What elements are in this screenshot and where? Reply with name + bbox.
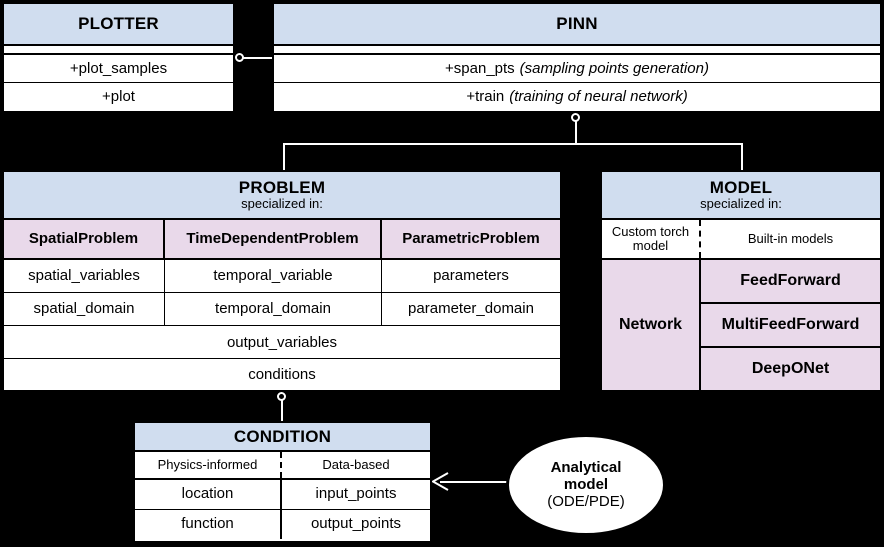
problem-attribute-row: spatial_variables temporal_variable para… bbox=[4, 260, 560, 293]
connector-circle-condition bbox=[277, 392, 286, 401]
pinn-class-box[interactable]: PINN +span_pts (sampling points generati… bbox=[272, 2, 882, 113]
problem-column-header[interactable]: ParametricProblem bbox=[382, 220, 560, 258]
connector-problem-condition bbox=[281, 398, 283, 422]
model-builtin-item[interactable]: DeepONet bbox=[701, 348, 880, 390]
connector-circle-pinn bbox=[571, 113, 580, 122]
problem-column-header[interactable]: SpatialProblem bbox=[4, 220, 165, 258]
problem-specialization-row: SpatialProblem TimeDependentProblem Para… bbox=[4, 220, 560, 260]
problem-attribute-cell: spatial_domain bbox=[4, 293, 165, 325]
problem-attribute-label: spatial_domain bbox=[33, 299, 135, 317]
pinn-method-label: +train bbox=[466, 88, 505, 105]
plotter-class-box[interactable]: PLOTTER +plot_samples +plot bbox=[2, 2, 235, 113]
condition-attribute-label: function bbox=[181, 515, 234, 533]
condition-title: CONDITION bbox=[233, 426, 332, 446]
connector-pinn-down bbox=[575, 119, 577, 145]
condition-header: CONDITION bbox=[135, 423, 430, 452]
connector-analytical-condition bbox=[440, 481, 512, 483]
analytical-line-1: Analytical bbox=[550, 458, 622, 476]
model-right-header[interactable]: Built-in models bbox=[701, 220, 880, 258]
problem-shared-row: conditions bbox=[4, 359, 560, 390]
model-builtin-list: FeedForward MultiFeedForward DeepONet bbox=[701, 260, 880, 390]
problem-class-box[interactable]: PROBLEM specialized in: SpatialProblem T… bbox=[2, 170, 562, 392]
model-network-cell[interactable]: Network bbox=[602, 260, 701, 390]
model-builtin-item[interactable]: FeedForward bbox=[701, 260, 880, 304]
condition-attribute-cell: output_points bbox=[282, 510, 430, 539]
problem-shared-row: output_variables bbox=[4, 326, 560, 359]
problem-header: PROBLEM specialized in: bbox=[4, 172, 560, 220]
problem-attribute-label: parameter_domain bbox=[408, 299, 534, 317]
model-body: Network FeedForward MultiFeedForward Dee… bbox=[602, 260, 880, 390]
model-class-box[interactable]: MODEL specialized in: Custom torch model… bbox=[600, 170, 882, 392]
problem-attribute-cell: parameter_domain bbox=[382, 293, 560, 325]
condition-left-header[interactable]: Physics-informed bbox=[135, 452, 282, 478]
model-title: MODEL bbox=[709, 178, 773, 198]
pinn-header: PINN bbox=[274, 4, 880, 46]
connector-bus bbox=[283, 143, 743, 145]
condition-attribute-label: output_points bbox=[310, 515, 402, 533]
problem-column-header[interactable]: TimeDependentProblem bbox=[165, 220, 382, 258]
problem-subtitle: specialized in: bbox=[241, 196, 323, 212]
model-builtin-label: MultiFeedForward bbox=[721, 316, 860, 334]
condition-attribute-label: location bbox=[181, 485, 234, 503]
model-left-header[interactable]: Custom torch model bbox=[602, 220, 701, 258]
condition-attribute-cell: input_points bbox=[282, 480, 430, 509]
pinn-method-note: (training of neural network) bbox=[509, 88, 688, 105]
condition-attribute-row: function output_points bbox=[135, 510, 430, 539]
plotter-spacer bbox=[4, 46, 233, 55]
pinn-method-row[interactable]: +span_pts (sampling points generation) bbox=[274, 55, 880, 83]
connector-bus-to-problem bbox=[283, 143, 285, 171]
model-right-header-label: Built-in models bbox=[747, 230, 834, 246]
pinn-method-row[interactable]: +train (training of neural network) bbox=[274, 83, 880, 110]
model-builtin-item[interactable]: MultiFeedForward bbox=[701, 304, 880, 348]
model-header: MODEL specialized in: bbox=[602, 172, 880, 220]
model-builtin-label: FeedForward bbox=[740, 272, 841, 290]
analytical-line-2: model bbox=[563, 476, 609, 493]
plotter-method-label: +plot_samples bbox=[69, 60, 168, 77]
problem-title: PROBLEM bbox=[238, 178, 326, 198]
connector-plotter-pinn bbox=[236, 57, 273, 59]
condition-class-box[interactable]: CONDITION Physics-informed Data-based lo… bbox=[133, 421, 432, 543]
pinn-title: PINN bbox=[556, 14, 598, 34]
model-subheader-row: Custom torch model Built-in models bbox=[602, 220, 880, 260]
pinn-spacer bbox=[274, 46, 880, 55]
condition-attribute-label: input_points bbox=[315, 485, 397, 503]
plotter-header: PLOTTER bbox=[4, 4, 233, 46]
condition-attribute-row: location input_points bbox=[135, 480, 430, 510]
condition-right-header[interactable]: Data-based bbox=[282, 452, 430, 478]
connector-bus-to-model bbox=[741, 143, 743, 171]
problem-attribute-label: parameters bbox=[433, 266, 509, 284]
model-builtin-label: DeepONet bbox=[751, 360, 830, 378]
model-subtitle: specialized in: bbox=[700, 196, 782, 212]
problem-attribute-label: spatial_variables bbox=[28, 266, 140, 284]
problem-attribute-label: temporal_domain bbox=[215, 299, 331, 317]
arrowhead-icon bbox=[430, 472, 449, 491]
problem-shared-label: conditions bbox=[248, 366, 316, 383]
problem-column-label: TimeDependentProblem bbox=[186, 229, 359, 247]
connector-circle-plotter bbox=[235, 53, 244, 62]
problem-attribute-cell: spatial_variables bbox=[4, 260, 165, 292]
condition-right-header-label: Data-based bbox=[322, 456, 390, 472]
plotter-title: PLOTTER bbox=[78, 14, 159, 34]
problem-attribute-cell: parameters bbox=[382, 260, 560, 292]
plotter-method-row[interactable]: +plot_samples bbox=[4, 55, 233, 83]
problem-attribute-row: spatial_domain temporal_domain parameter… bbox=[4, 293, 560, 326]
pinn-method-note: (sampling points generation) bbox=[519, 60, 709, 77]
condition-attribute-cell: location bbox=[135, 480, 282, 509]
problem-shared-label: output_variables bbox=[226, 333, 338, 351]
analytical-line-3: (ODE/PDE) bbox=[547, 493, 625, 511]
problem-attribute-label: temporal_variable bbox=[213, 266, 333, 284]
problem-column-label: SpatialProblem bbox=[28, 229, 139, 247]
condition-subheader-row: Physics-informed Data-based bbox=[135, 452, 430, 480]
problem-attribute-cell: temporal_variable bbox=[165, 260, 382, 292]
problem-column-label: ParametricProblem bbox=[402, 229, 540, 247]
condition-attribute-cell: function bbox=[135, 510, 282, 539]
plotter-method-label: +plot bbox=[102, 88, 135, 105]
problem-attribute-cell: temporal_domain bbox=[165, 293, 382, 325]
model-network-label: Network bbox=[618, 316, 683, 334]
model-left-header-label: Custom torch model bbox=[611, 223, 690, 253]
plotter-method-row[interactable]: +plot bbox=[4, 83, 233, 110]
pinn-method-label: +span_pts bbox=[445, 60, 515, 77]
analytical-model-ellipse[interactable]: Analytical model (ODE/PDE) bbox=[506, 434, 666, 536]
condition-left-header-label: Physics-informed bbox=[157, 456, 258, 472]
